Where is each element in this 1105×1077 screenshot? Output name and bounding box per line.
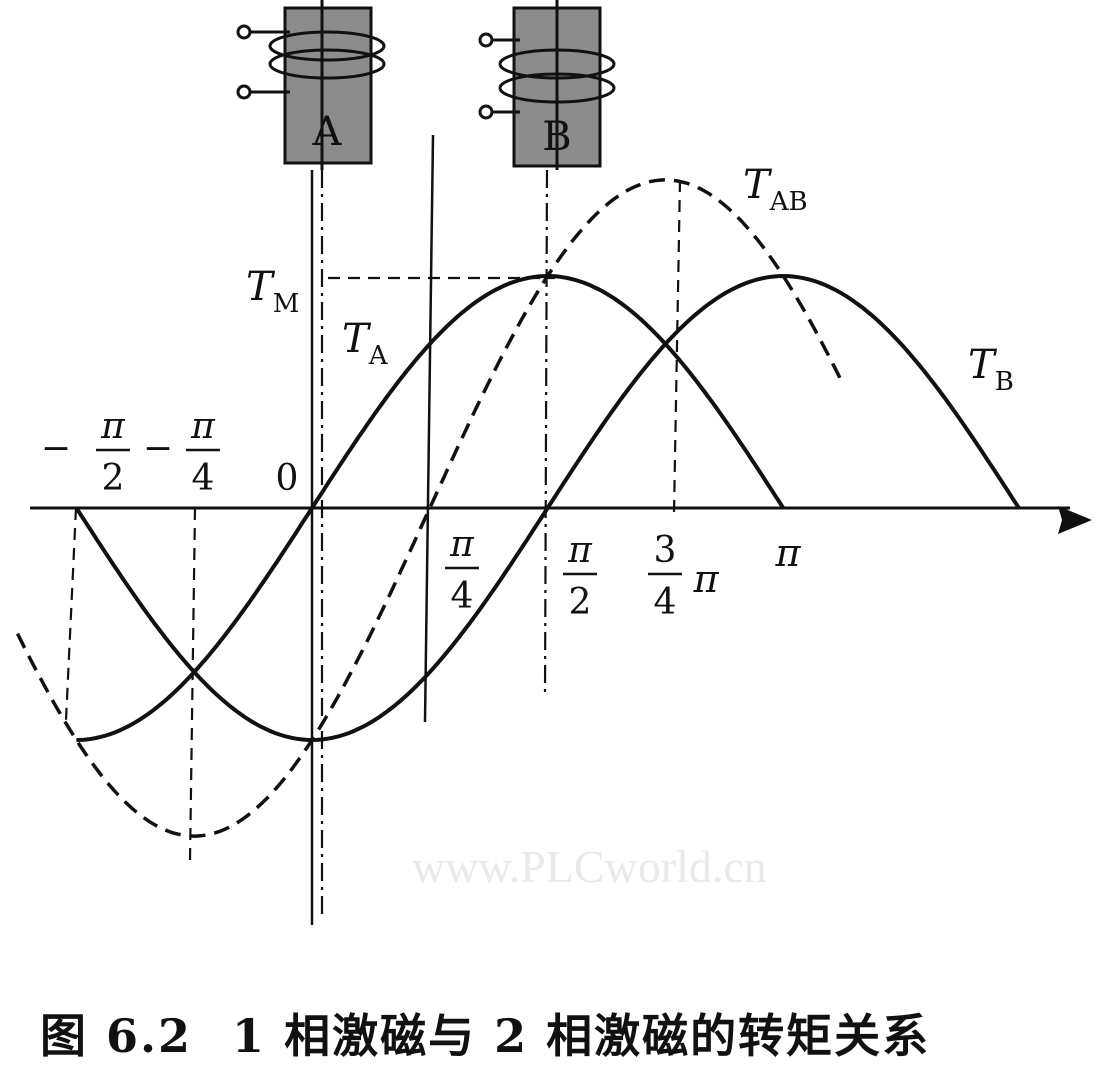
tick-half: π 2 <box>563 530 597 623</box>
label-ta-sub: A <box>368 341 389 371</box>
label-tm-sub: M <box>273 289 300 319</box>
label-tm-base: T <box>246 264 276 310</box>
tick-neg-quarter-den: 4 <box>192 458 215 499</box>
label-tm: TM <box>246 264 299 319</box>
guide-dashed-peak <box>672 179 682 513</box>
x-axis-arrowhead <box>1058 506 1092 534</box>
tick-quarter: π 4 <box>445 524 479 617</box>
tick-three-quarter-num: 3 <box>654 530 677 571</box>
tick-neg-half: − π 2 <box>41 406 130 499</box>
tick-half-num: π <box>567 530 593 571</box>
pole-a-coil-winding <box>268 48 386 80</box>
caption-number: 图 6.2 <box>40 1009 193 1063</box>
guide-dashed-neg-half <box>64 507 78 721</box>
label-tab-sub: AB <box>769 187 808 217</box>
tick-neg-half-den: 2 <box>102 458 125 499</box>
tick-quarter-num: π <box>449 524 475 565</box>
pole-b-terminal <box>478 104 494 120</box>
tick-origin: 0 <box>276 458 299 499</box>
pole-a: A <box>236 0 386 170</box>
guide-dashdot-b <box>543 169 549 696</box>
caption-text: 1 相激磁与 2 相激磁的转矩关系 <box>232 1009 931 1063</box>
label-tb-sub: B <box>995 367 1014 397</box>
tick-neg-quarter-num: π <box>190 406 216 447</box>
pole-b-terminal <box>478 32 494 48</box>
tick-three-quarter-suffix: π <box>693 557 720 601</box>
tick-neg-quarter-sign: − <box>143 428 173 469</box>
tick-neg-half-sign: − <box>41 428 71 469</box>
tick-neg-half-num: π <box>100 406 126 447</box>
guide-dashed-neg-quarter <box>188 507 197 861</box>
watermark: www.PLCworld.cn <box>412 841 767 892</box>
curve-tb <box>74 273 1021 743</box>
label-tab-base: T <box>743 162 773 208</box>
label-tab: TAB <box>743 162 808 217</box>
pole-b: B <box>478 0 616 170</box>
pole-a-terminal <box>236 24 252 40</box>
pole-a-terminal <box>236 84 252 100</box>
tick-quarter-den: 4 <box>451 576 474 617</box>
tick-three-quarter-den: 4 <box>654 582 677 623</box>
tick-half-den: 2 <box>569 582 592 623</box>
tick-neg-quarter: − π 4 <box>143 406 220 499</box>
label-tb-base: T <box>968 342 998 388</box>
tick-pi: π <box>775 531 802 575</box>
curve-tab <box>15 178 844 838</box>
tick-three-quarter: 3 4 π <box>648 530 720 623</box>
figure-caption: 图 6.2 1 相激磁与 2 相激磁的转矩关系 <box>40 1000 1080 1070</box>
pole-b-label: B <box>542 114 571 160</box>
label-ta: TA <box>342 316 389 371</box>
guide-solid-quarter <box>423 134 435 723</box>
label-tb: TB <box>968 342 1014 397</box>
label-ta-base: T <box>342 316 372 362</box>
pole-a-label: A <box>312 109 343 155</box>
pole-a-coil-winding <box>268 30 386 62</box>
